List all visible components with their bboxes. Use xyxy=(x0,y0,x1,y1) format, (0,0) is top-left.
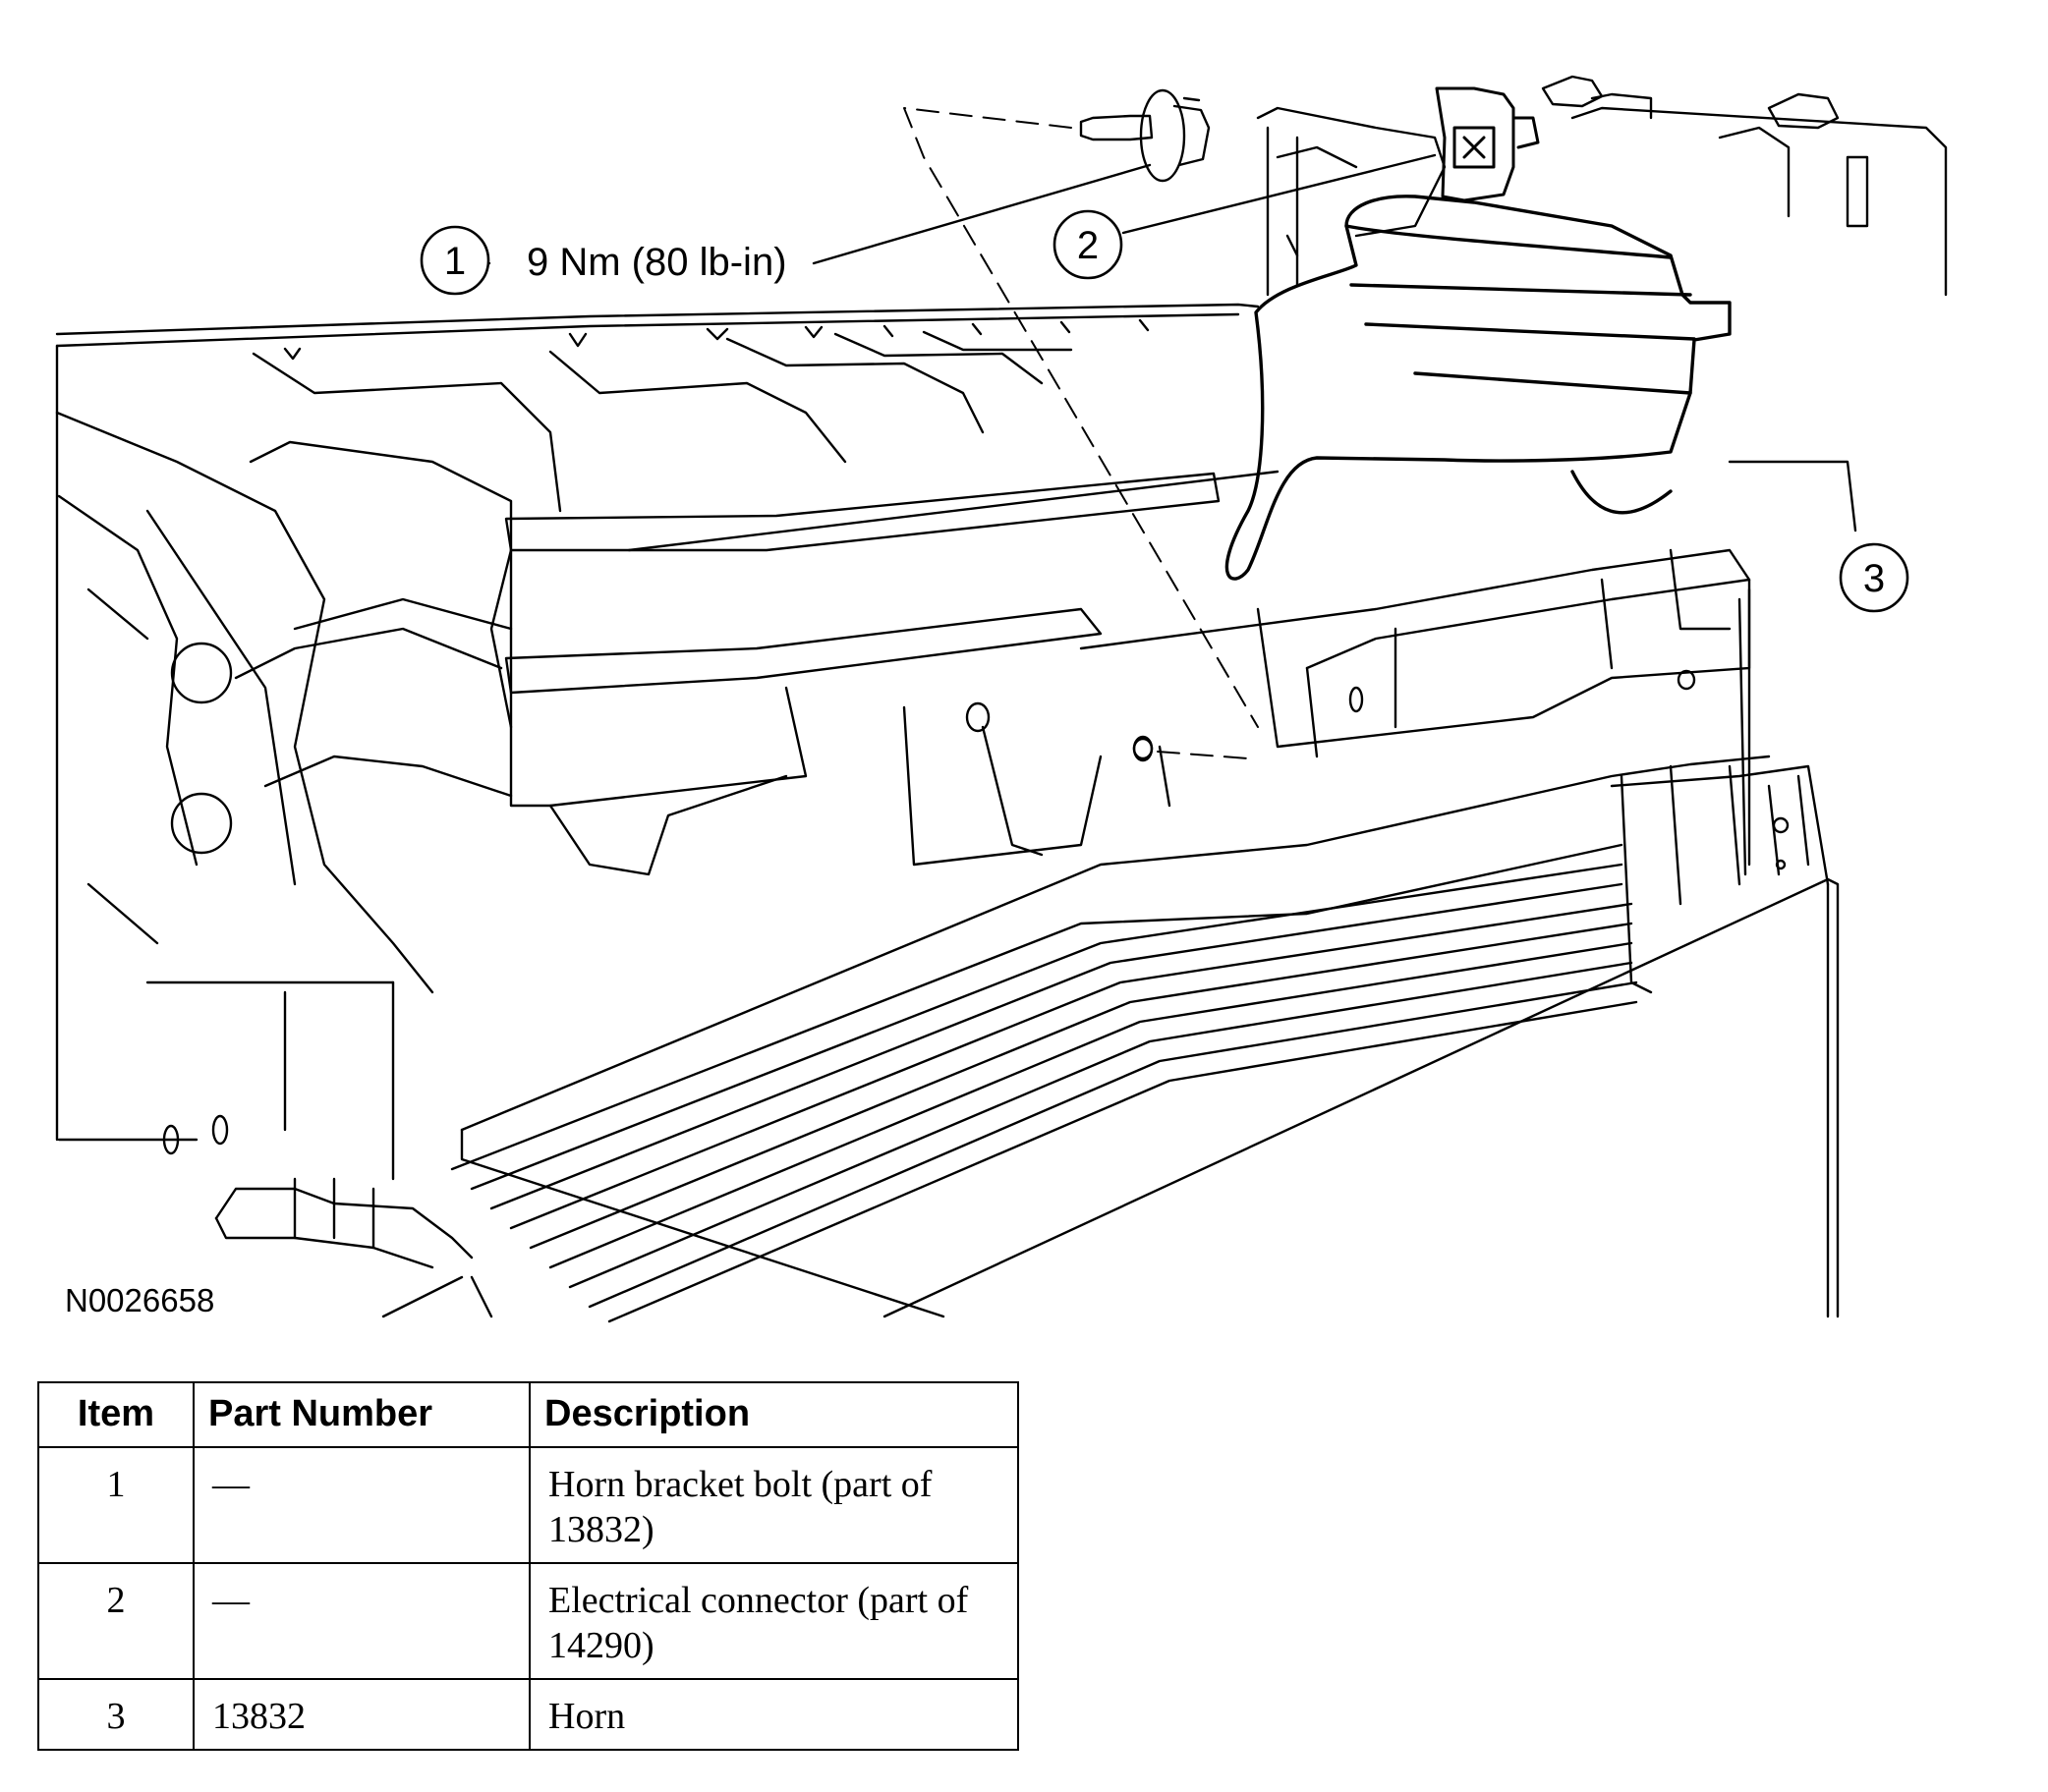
callout-1: 1 9 Nm (80 lb-in) xyxy=(420,225,787,296)
callout-1-torque-note: 9 Nm (80 lb-in) xyxy=(527,241,787,284)
radiator-support-top xyxy=(55,303,1260,1142)
header-item: Item xyxy=(37,1381,195,1448)
radiator-side-tank xyxy=(882,774,1840,1318)
cell-item: 3 xyxy=(37,1678,195,1751)
parts-table: Item Part Number Description 1 — Horn br… xyxy=(37,1381,1019,1751)
alignment-lines xyxy=(903,107,1259,759)
cell-item: 2 xyxy=(37,1562,195,1680)
callout-2: 2 xyxy=(1052,209,1123,280)
table-row: 2 — Electrical connector (part of 14290) xyxy=(37,1562,1019,1680)
hex-nodes xyxy=(162,642,233,1155)
cell-part-number: — xyxy=(193,1562,531,1680)
callout-3-number: 3 xyxy=(1863,557,1885,600)
cell-description: Horn xyxy=(529,1678,1019,1751)
parts-table-header-row: Item Part Number Description xyxy=(37,1381,1019,1448)
table-row: 1 — Horn bracket bolt (part of 13832) xyxy=(37,1446,1019,1564)
condenser-core xyxy=(450,755,1830,1323)
callout-2-circle xyxy=(1052,209,1123,280)
horn-installation-illustration: 1 9 Nm (80 lb-in) 2 3 xyxy=(55,75,1948,1323)
fan-shroud xyxy=(55,330,1073,1181)
header-part-number: Part Number xyxy=(193,1381,531,1448)
support-brackets xyxy=(504,470,1751,876)
callout-2-number: 2 xyxy=(1077,224,1099,267)
table-row: 3 13832 Horn xyxy=(37,1678,1019,1751)
horn xyxy=(1224,195,1732,581)
electrical-connector xyxy=(1435,86,1540,202)
callout-3-circle xyxy=(1839,542,1909,613)
callout-1-circle xyxy=(420,225,490,296)
callout-leaders xyxy=(470,153,1857,532)
callout-3: 3 xyxy=(1839,542,1909,613)
horn-bracket-bolt xyxy=(1079,88,1211,183)
horn-bracket xyxy=(1256,75,1948,297)
cell-description: Horn bracket bolt (part of 13832) xyxy=(529,1446,1019,1564)
header-description: Description xyxy=(529,1381,1019,1448)
cell-description: Electrical connector (part of 14290) xyxy=(529,1562,1019,1680)
figure-id: N0026658 xyxy=(65,1282,215,1318)
cell-part-number: 13832 xyxy=(193,1678,531,1751)
lower-hinge xyxy=(214,1177,493,1318)
cell-part-number: — xyxy=(193,1446,531,1564)
cell-item: 1 xyxy=(37,1446,195,1564)
callout-1-number: 1 xyxy=(444,240,466,283)
